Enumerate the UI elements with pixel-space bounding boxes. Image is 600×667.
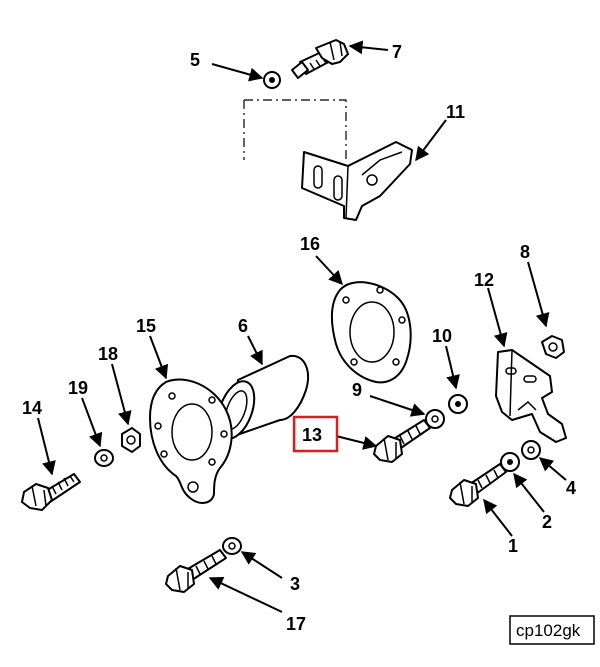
callout-13: 13	[302, 425, 322, 445]
part-19-washer	[94, 449, 114, 467]
part-5-washer	[263, 71, 281, 89]
callout-10: 10	[432, 326, 452, 346]
callout-4: 4	[566, 478, 576, 498]
callout-16: 16	[300, 234, 320, 254]
callout-12: 12	[474, 270, 494, 290]
callout-7: 7	[392, 42, 402, 62]
part-17-bolt	[165, 549, 227, 593]
callout-19: 19	[68, 378, 88, 398]
part-2-washer	[500, 452, 520, 472]
callout-14: 14	[22, 398, 42, 418]
part-4-washer	[521, 440, 541, 460]
callout-18: 18	[98, 344, 118, 364]
part-8-nut	[541, 335, 565, 359]
part-15-gasket	[149, 378, 233, 504]
callout-6: 6	[238, 316, 248, 336]
callout-3: 3	[290, 574, 300, 594]
part-13-bolt	[373, 419, 431, 463]
part-14-bolt	[21, 473, 81, 511]
callout-17: 17	[286, 614, 306, 634]
figure-code-box: cp102gk	[509, 615, 595, 645]
part-3-washer	[222, 537, 242, 555]
dash-line-5-11	[243, 99, 347, 160]
callout-1: 1	[508, 536, 518, 556]
part-12-bracket	[495, 349, 567, 443]
highlight-box-13	[292, 415, 339, 453]
figure-code: cp102gk	[516, 621, 581, 640]
callout-5: 5	[190, 50, 200, 70]
callout-2: 2	[542, 512, 552, 532]
callout-labels: 5 7 11 16 8 12 10 9 6 15 18 19 14 3 17 1…	[22, 42, 576, 634]
callout-11: 11	[446, 102, 465, 122]
callout-8: 8	[520, 242, 530, 262]
part-9-washer	[425, 409, 445, 429]
callout-9: 9	[352, 380, 362, 400]
part-18-nut	[121, 427, 141, 453]
part-10-washer	[448, 394, 468, 414]
part-11-bracket	[301, 141, 413, 221]
part-7-bolt	[291, 39, 349, 79]
callout-15: 15	[136, 316, 156, 336]
part-1-bolt	[449, 463, 507, 507]
part-16-gasket	[330, 281, 412, 384]
leader-lines	[37, 40, 567, 613]
